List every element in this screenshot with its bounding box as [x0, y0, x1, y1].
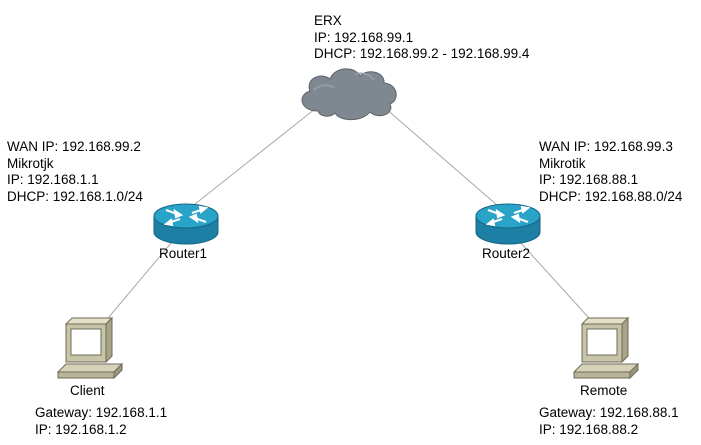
router1-dhcp: DHCP: 192.168.1.0/24 — [7, 188, 143, 204]
router1-ip: IP: 192.168.1.1 — [7, 172, 99, 187]
router1-wan-ip: WAN IP: 192.168.99.2 — [7, 139, 141, 154]
router1-info: WAN IP: 192.168.99.2 Mikrotjk IP: 192.16… — [7, 139, 143, 205]
client-info: Gateway: 192.168.1.1 IP: 192.168.1.2 — [35, 405, 167, 438]
link-router1-client — [97, 241, 173, 331]
client-ip: IP: 192.168.1.2 — [35, 421, 127, 437]
erx-info: ERX IP: 192.168.99.1 DHCP: 192.168.99.2 … — [314, 13, 529, 63]
link-erx-router1 — [184, 104, 321, 213]
link-erx-router2 — [384, 107, 506, 213]
remote-ip: IP: 192.168.88.2 — [539, 421, 639, 437]
remote-label: Remote — [580, 383, 628, 398]
router2-dhcp: DHCP: 192.168.88.0/24 — [539, 188, 683, 204]
remote-gateway: Gateway: 192.168.88.1 — [539, 405, 679, 420]
erx-ip: IP: 192.168.99.1 — [314, 29, 414, 45]
link-router2-remote — [519, 241, 599, 329]
router2-icon — [475, 203, 541, 245]
remote-workstation-icon — [572, 316, 640, 380]
remote-info: Gateway: 192.168.88.1 IP: 192.168.88.2 — [539, 405, 679, 438]
client-workstation-icon — [56, 316, 124, 380]
erx-name: ERX — [314, 13, 342, 28]
router2-ip: IP: 192.168.88.1 — [539, 172, 639, 187]
router2-model: Mikrotik — [539, 155, 586, 171]
router1-model: Mikrotjk — [7, 155, 54, 171]
client-gateway: Gateway: 192.168.1.1 — [35, 405, 168, 420]
router2-wan-ip: WAN IP: 192.168.99.3 — [539, 139, 673, 154]
router1-icon — [153, 203, 219, 245]
cloud-icon — [301, 68, 397, 121]
router2-label: Router2 — [482, 246, 531, 261]
erx-dhcp: DHCP: 192.168.99.2 - 192.168.99.4 — [314, 46, 530, 61]
router1-label: Router1 — [159, 246, 208, 261]
client-label: Client — [70, 383, 105, 398]
router2-info: WAN IP: 192.168.99.3 Mikrotik IP: 192.16… — [539, 139, 682, 205]
